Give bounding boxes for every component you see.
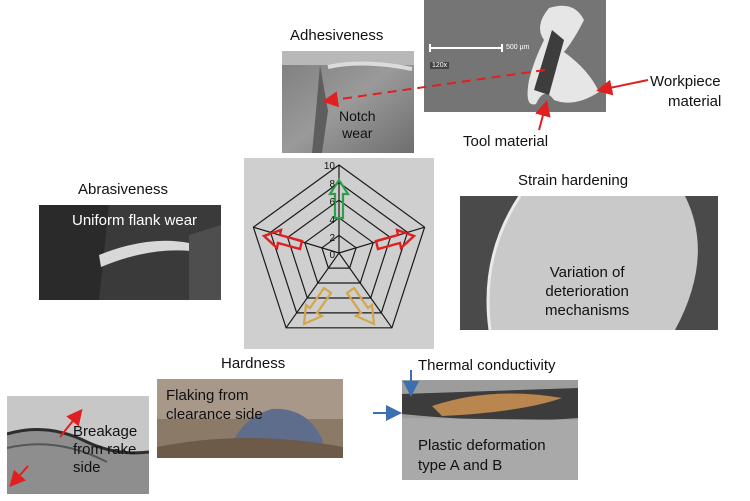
hardness-title: Hardness: [221, 355, 286, 372]
variation-line1: Variation of: [549, 264, 625, 281]
notch-wear-line2: wear: [342, 125, 373, 141]
magnification-label: 120x: [430, 62, 450, 69]
radar-tick-0: 0: [329, 250, 335, 261]
red-arrow-right-icon: [374, 228, 417, 251]
thermal-conductivity-title: Thermal conductivity: [418, 357, 556, 374]
radar-tick-4: 4: [329, 215, 335, 226]
variation-label: Variation of deterioration mechanisms: [545, 263, 629, 320]
radar-tick-2: 2: [329, 233, 335, 244]
abrasiveness-title: Abrasiveness: [78, 181, 169, 198]
notch-wear-label: Notch wear: [339, 108, 376, 142]
plastic-line2: type A and B: [418, 457, 503, 474]
flaking-label: Flaking from clearance side: [166, 386, 263, 424]
radar-tick-8: 8: [329, 179, 335, 190]
uniform-flank-wear-label: Uniform flank wear: [72, 212, 198, 229]
plastic-deformation-label: Plastic deformation type A and B: [418, 436, 546, 476]
notch-wear-photo: [282, 51, 414, 153]
workpiece-material-line2: material: [668, 93, 722, 110]
flaking-line1: Flaking from: [166, 387, 249, 404]
scale-bar-label: 500 µm: [506, 44, 530, 51]
radar-tick-6: 6: [329, 197, 335, 208]
gold-arrow-right-icon: [345, 286, 376, 326]
adhesiveness-title: Adhesiveness: [290, 27, 384, 44]
micrograph-photo: [424, 0, 606, 112]
breakage-line2: from rake: [73, 441, 137, 458]
radar-diagram: 10 8 6 4 2 0: [244, 158, 434, 349]
workpiece-arrow-icon: [596, 79, 649, 96]
variation-line2: deterioration: [545, 283, 629, 300]
flaking-line2: clearance side: [166, 406, 263, 423]
breakage-line1: Breakage: [73, 423, 138, 440]
notch-wear-line1: Notch: [339, 108, 376, 124]
breakage-arrow-bottom-icon: [9, 465, 29, 487]
strain-hardening-photo: [460, 196, 718, 330]
green-arrow-icon: [327, 177, 351, 220]
strain-hardening-title: Strain hardening: [518, 172, 629, 189]
flaking-photo: [157, 379, 343, 458]
workpiece-material-line1: Workpiece: [650, 73, 721, 90]
workpiece-material-label: Workpiece material: [650, 72, 721, 112]
plastic-line1: Plastic deformation: [418, 437, 546, 454]
variation-line3: mechanisms: [545, 302, 630, 319]
breakage-arrow-top-icon: [59, 408, 83, 438]
radar-tick-10: 10: [324, 161, 336, 172]
breakage-label: Breakage from rake side: [73, 423, 137, 477]
gold-arrow-left-icon: [302, 286, 333, 326]
plastic-deformation-photo: [402, 380, 578, 480]
dashed-arrow-icon: [322, 69, 546, 108]
breakage-line3: side: [73, 459, 101, 476]
flank-wear-photo: [39, 205, 221, 300]
red-arrow-left-icon: [261, 228, 304, 251]
tool-material-label: Tool material: [463, 133, 549, 150]
tool-arrow-icon: [535, 100, 551, 131]
